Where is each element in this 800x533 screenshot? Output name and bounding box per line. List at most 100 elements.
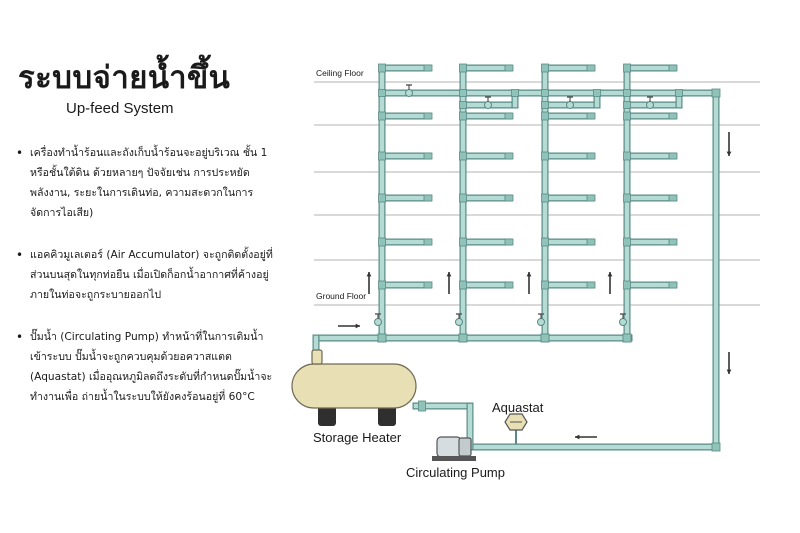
- aquastat-label: Aquastat: [492, 400, 544, 415]
- pipe-fittings: [374, 63, 721, 452]
- pump-base: [432, 456, 476, 461]
- circulating-pump-label: Circulating Pump: [406, 465, 505, 480]
- pipe-fitting: [623, 237, 631, 247]
- valve-icon: [619, 318, 627, 326]
- pipe-fitting: [623, 193, 631, 203]
- pipe-fitting: [377, 333, 387, 343]
- valve-icon: [484, 101, 492, 109]
- pipe-fitting: [418, 400, 426, 412]
- pipe-fitting: [623, 151, 631, 161]
- pipe-fitting: [541, 89, 549, 97]
- pipe-fitting: [586, 152, 596, 160]
- pipe-fitting: [459, 237, 467, 247]
- pipe-fitting: [459, 63, 467, 73]
- flow-arrowhead: [607, 272, 613, 277]
- valve-icon: [646, 101, 654, 109]
- flow-arrows: [338, 132, 732, 440]
- storage-heater-label: Storage Heater: [313, 430, 402, 445]
- pipe-fitting: [459, 280, 467, 290]
- pipe-fitting: [586, 194, 596, 202]
- pipe-fitting: [623, 280, 631, 290]
- pipe-fitting: [504, 152, 514, 160]
- pipe-fitting: [541, 63, 549, 73]
- pipe-network: [312, 64, 720, 451]
- pipe-fitting: [623, 101, 631, 109]
- pipe-fitting: [458, 333, 468, 343]
- page-subtitle: Up-feed System: [66, 100, 174, 117]
- pipe-fitting: [711, 442, 721, 452]
- circulating-pump-icon: [432, 436, 476, 461]
- page-title: ระบบจ่ายน้ำขึ้น: [18, 60, 231, 96]
- pipe-fitting: [623, 89, 631, 97]
- pipe-fitting: [511, 89, 519, 97]
- pipe-fitting: [668, 194, 678, 202]
- pipe-fitting: [504, 238, 514, 246]
- pipe-fitting: [423, 238, 433, 246]
- pipe-fitting: [668, 152, 678, 160]
- pipe-fitting: [459, 89, 467, 97]
- bullet-air-accumulator: แอคคิวมูเลเตอร์ (Air Accumulator) จะถูกต…: [16, 245, 278, 305]
- ground-floor-label: Ground Floor: [316, 291, 366, 301]
- ceiling-floor-label: Ceiling Floor: [316, 68, 364, 78]
- heater-inlet-valve: [311, 349, 323, 365]
- pipe-fitting: [586, 64, 596, 72]
- pump-motor: [436, 436, 462, 458]
- pipe-fitting: [459, 151, 467, 161]
- valve-icon: [537, 318, 545, 326]
- pipe-fitting: [378, 111, 386, 121]
- pipe-fitting: [378, 63, 386, 73]
- storage-heater-icon: [291, 349, 417, 426]
- flow-arrowhead: [726, 151, 732, 156]
- pipe-fitting: [378, 151, 386, 161]
- valve-icon: [405, 89, 413, 97]
- flow-arrowhead: [726, 369, 732, 374]
- pump-housing: [458, 437, 472, 457]
- pipe-fitting: [378, 280, 386, 290]
- floor-lines: [314, 81, 760, 306]
- pipe-fitting: [504, 112, 514, 120]
- pipe-fitting: [541, 193, 549, 203]
- valve-icon: [455, 318, 463, 326]
- pipe-fitting: [423, 281, 433, 289]
- pipe-fitting: [504, 194, 514, 202]
- pipe-fitting: [459, 193, 467, 203]
- heater-tank: [291, 363, 417, 409]
- pipe-fitting: [378, 237, 386, 247]
- flow-arrowhead: [526, 272, 532, 277]
- valve-icon: [374, 318, 382, 326]
- pipe-fitting: [668, 64, 678, 72]
- pipe-fitting: [541, 280, 549, 290]
- pipe-fitting: [586, 281, 596, 289]
- pipe-fitting: [423, 194, 433, 202]
- flow-arrowhead: [355, 323, 360, 329]
- pipe-fitting: [541, 151, 549, 161]
- pipe-fitting: [504, 64, 514, 72]
- pipe-fitting: [586, 112, 596, 120]
- pipe-fitting: [540, 333, 550, 343]
- pipe-fitting: [711, 88, 721, 98]
- pipe-fitting: [675, 89, 683, 97]
- pipe-fitting: [541, 237, 549, 247]
- flow-arrowhead: [446, 272, 452, 277]
- pipe-fitting: [378, 89, 386, 97]
- pipe-fitting: [668, 112, 678, 120]
- valve-icon: [566, 101, 574, 109]
- pipe-fitting: [504, 281, 514, 289]
- pipe-fitting: [378, 193, 386, 203]
- flow-arrowhead: [575, 434, 580, 440]
- pipe-fitting: [541, 101, 549, 109]
- pipe-fitting: [541, 111, 549, 121]
- pipe-fitting: [423, 152, 433, 160]
- pipe-fitting: [459, 111, 467, 121]
- pipe-fitting: [623, 111, 631, 121]
- bullet-circulating-pump: ปั๊มน้ำ (Circulating Pump) ทำหน้าที่ในกา…: [16, 327, 278, 407]
- bullet-heater-location: เครื่องทำน้ำร้อนและถังเก็บน้ำร้อนจะอยู่บ…: [16, 143, 278, 223]
- bullet-list: เครื่องทำน้ำร้อนและถังเก็บน้ำร้อนจะอยู่บ…: [16, 143, 278, 429]
- flow-arrowhead: [366, 272, 372, 277]
- pipe-fitting: [623, 63, 631, 73]
- pipe-fitting: [423, 64, 433, 72]
- pipe-fitting: [668, 238, 678, 246]
- pipe-fitting: [586, 238, 596, 246]
- pipe-fitting: [593, 89, 601, 97]
